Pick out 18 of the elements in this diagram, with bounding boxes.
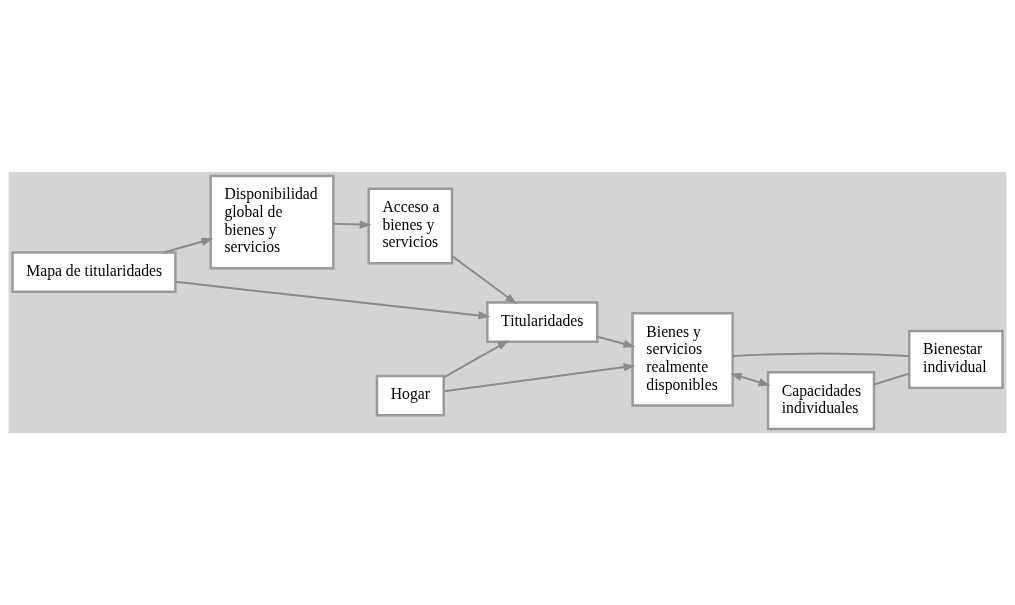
arrow [451, 255, 518, 305]
connector [873, 372, 910, 386]
arrow [442, 363, 636, 393]
node-box: Titularidades [486, 301, 599, 343]
node-box: Mapa de titularidades [11, 251, 177, 293]
arrow [730, 372, 771, 387]
arrow [332, 220, 372, 229]
node-box: Disponibilidad global de bienes y servicios [209, 174, 335, 270]
node-box: Acceso a bienes y servicios [367, 187, 454, 265]
node-box: Capacidades individuales [766, 370, 876, 431]
arrow [596, 335, 636, 348]
arrow [442, 340, 510, 379]
connector [731, 352, 911, 358]
node-box: Bienes y servicios realmente disponibles [631, 312, 734, 407]
arrow [163, 237, 214, 254]
arrow [174, 280, 491, 320]
node-box: Bienestar individual [908, 329, 1004, 390]
node-box: Hogar [375, 374, 445, 417]
